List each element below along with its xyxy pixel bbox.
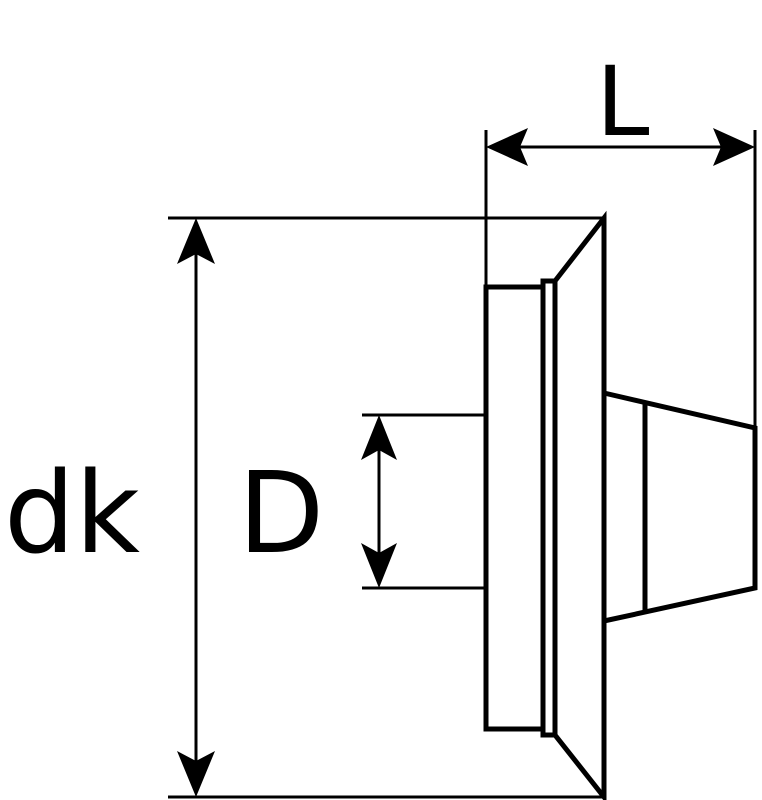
outer-diameter-arrow-bottom: [177, 751, 215, 797]
length-label: L: [596, 46, 649, 158]
flange-body: [483, 284, 546, 732]
inner-diameter-arrow-top: [361, 415, 397, 460]
length-dimension: [484, 128, 757, 428]
conical-seat: [552, 210, 607, 800]
outer-diameter-dimension: [168, 216, 604, 799]
inner-diameter-label: D: [238, 449, 324, 579]
length-arrow-left: [486, 128, 528, 166]
inner-diameter-dimension: [361, 413, 486, 590]
outer-diameter-label: dk: [4, 449, 140, 579]
inner-diameter-arrow-bottom: [361, 543, 397, 588]
tapered-nozzle: [601, 389, 758, 625]
outer-diameter-arrow-top: [177, 218, 215, 264]
length-arrow-right: [713, 128, 755, 166]
part-outline: [483, 210, 758, 800]
